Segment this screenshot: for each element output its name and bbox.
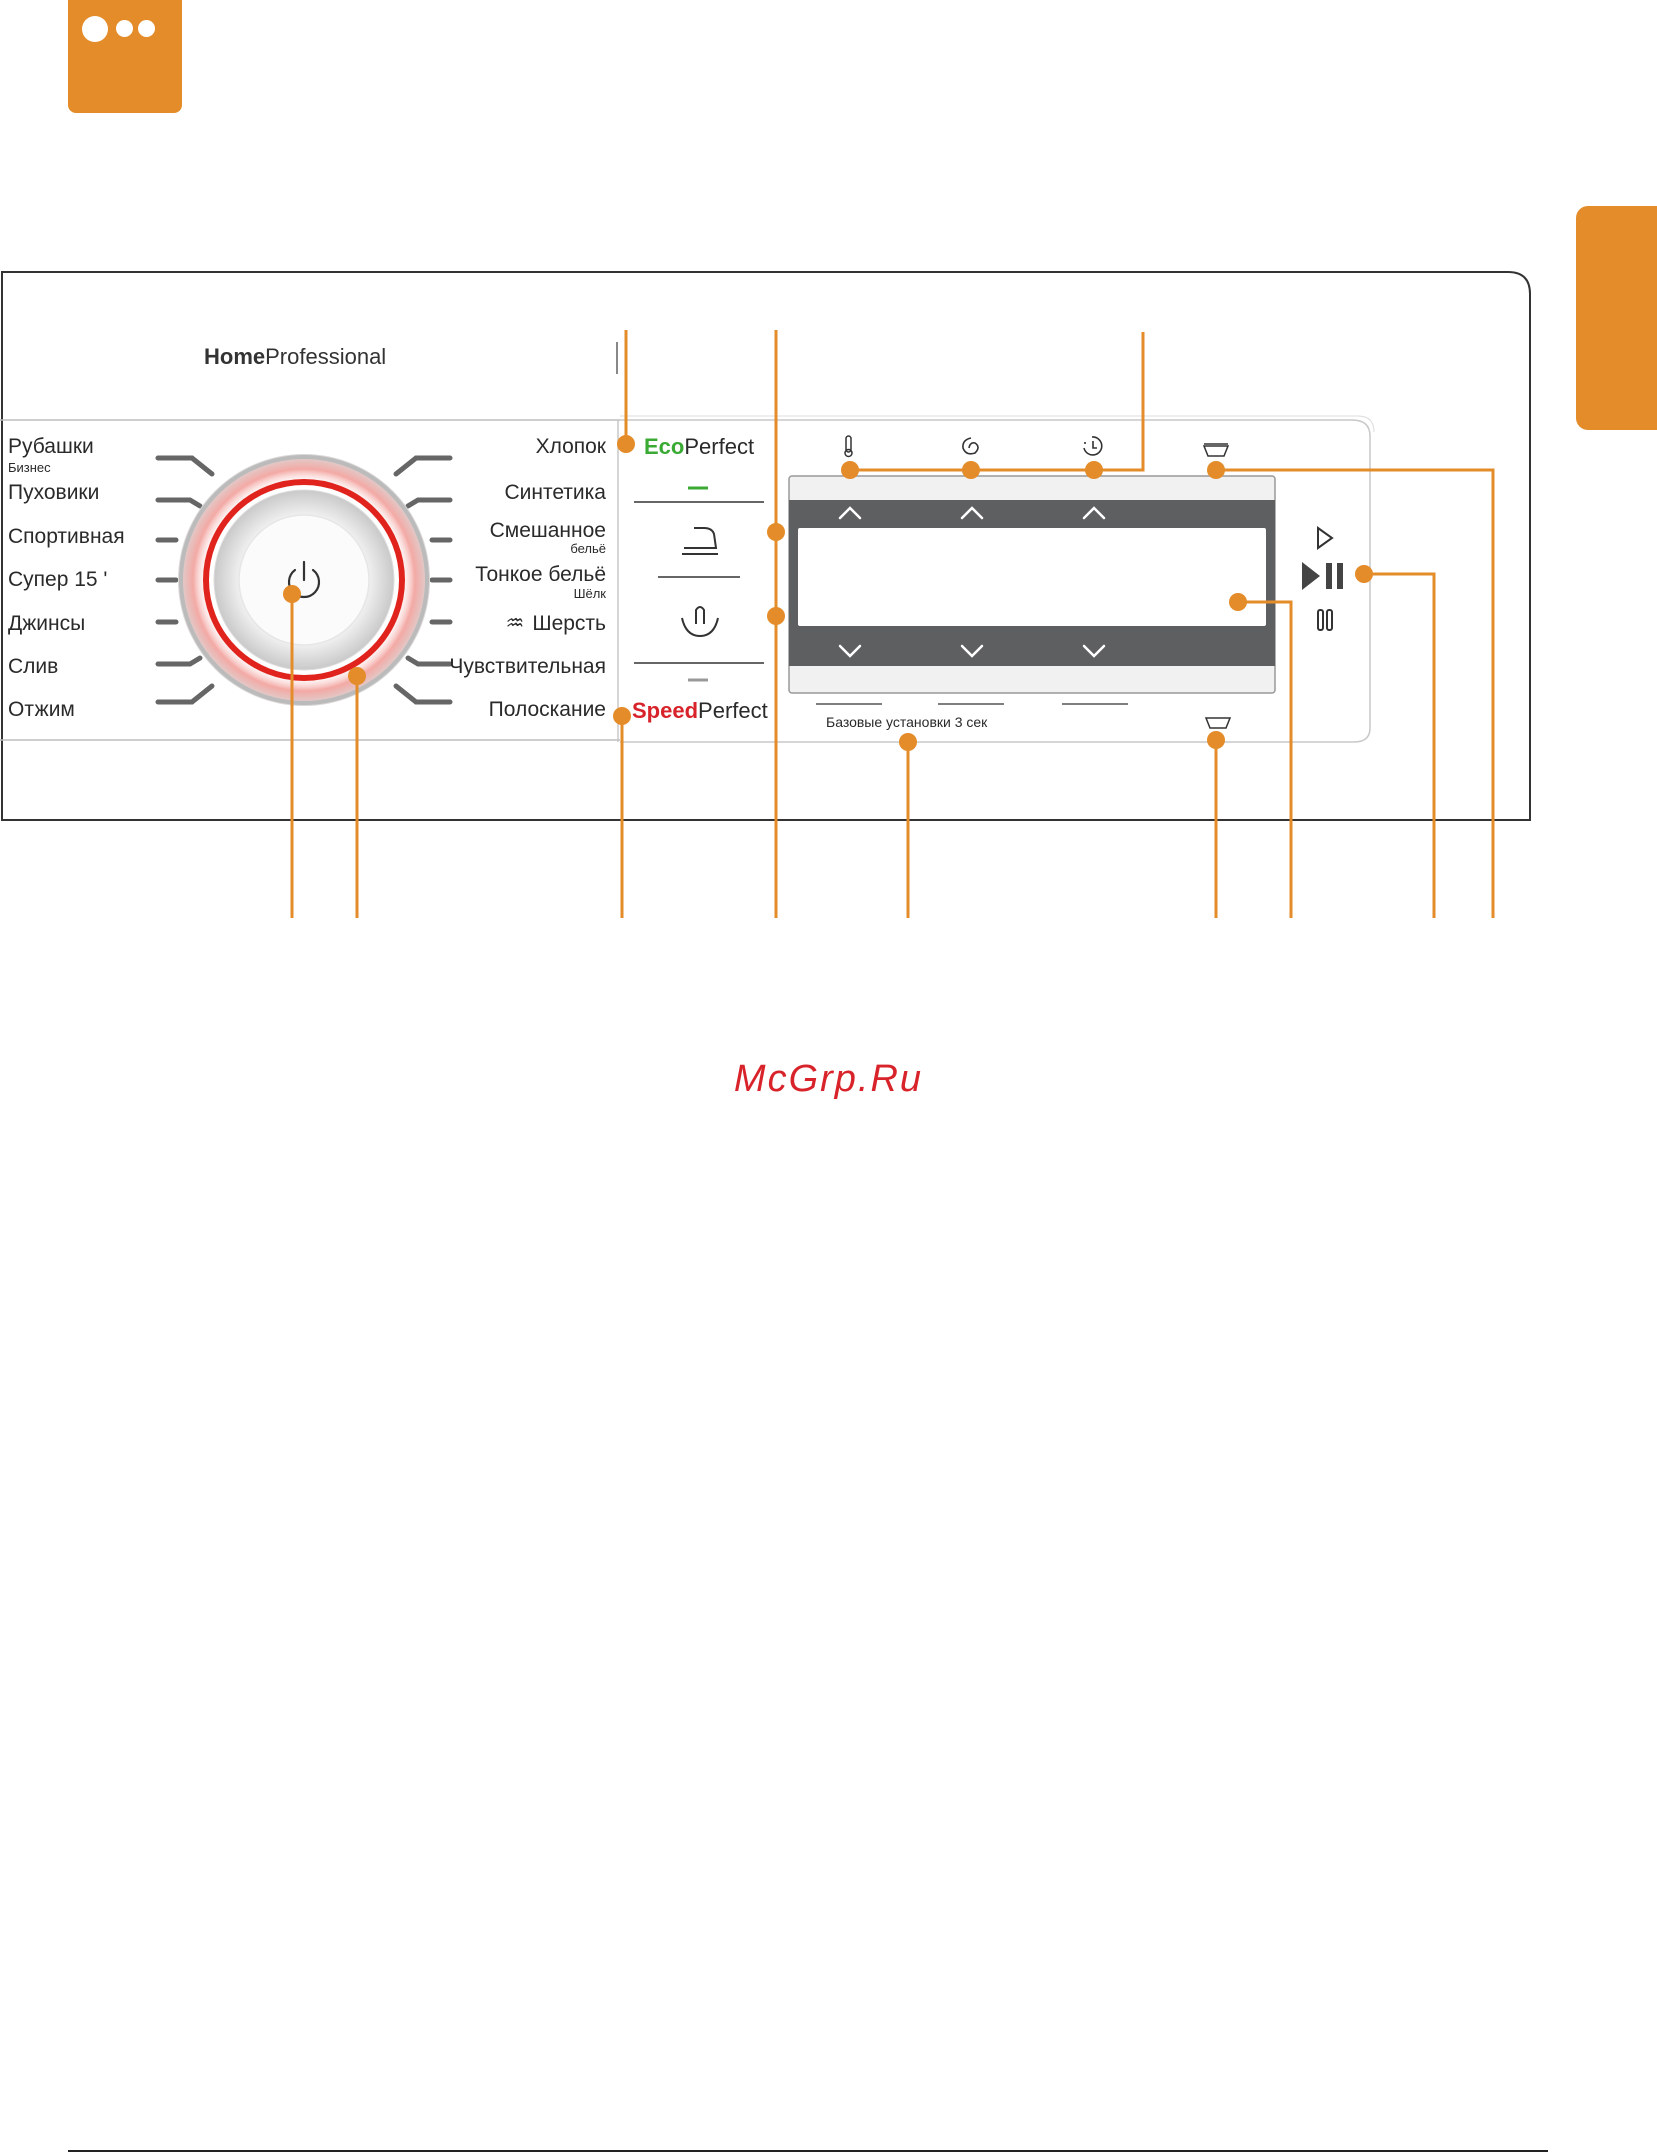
program-dial	[178, 454, 430, 706]
watermark: McGrp.Ru	[0, 1058, 1657, 1101]
program-spin[interactable]: Отжим	[8, 699, 75, 720]
program-cotton[interactable]: Хлопок	[536, 436, 606, 457]
hand-wash-icon	[682, 607, 718, 636]
ready-in-icon	[1084, 437, 1102, 455]
drawer-icon	[1204, 444, 1228, 456]
start-pause-icon	[1302, 562, 1343, 590]
speed-perfect-button[interactable]: SpeedPerfect	[632, 700, 768, 722]
brand-logo: HomeProfessional	[204, 346, 386, 368]
eco-perfect-button[interactable]: EcoPerfect	[644, 436, 754, 458]
program-delicates[interactable]: Тонкое бельё	[475, 564, 606, 585]
spin-icon	[963, 438, 978, 454]
program-synthetics[interactable]: Синтетика	[504, 482, 606, 503]
footer-divider	[68, 2150, 1548, 2152]
program-delicates-sub: Шёлк	[574, 587, 606, 600]
program-super15[interactable]: Супер 15 '	[8, 569, 107, 590]
play-icon	[1318, 528, 1332, 548]
program-rinse[interactable]: Полоскание	[489, 699, 606, 720]
tub-icon	[1206, 718, 1230, 728]
iron-icon	[682, 528, 718, 554]
temperature-icon	[845, 436, 852, 457]
program-jeans[interactable]: Джинсы	[8, 613, 85, 634]
program-mixed-sub: бельё	[570, 542, 606, 555]
program-down-jackets[interactable]: Пуховики	[8, 482, 99, 503]
base-settings-label: Базовые установки 3 сек	[826, 715, 987, 729]
program-sport[interactable]: Спортивная	[8, 526, 125, 547]
pause-icon	[1318, 610, 1332, 630]
display-screen	[798, 528, 1266, 626]
wool-icon: ♒	[506, 612, 525, 635]
program-shirts-sub: Бизнес	[8, 461, 51, 474]
program-drain[interactable]: Слив	[8, 656, 58, 677]
program-shirts[interactable]: Рубашки	[8, 436, 94, 457]
program-mixed[interactable]: Смешанное	[490, 520, 606, 541]
program-sensitive[interactable]: Чувствительная	[449, 656, 606, 677]
program-wool[interactable]: ♒Шерсть	[506, 613, 607, 634]
section-badge	[68, 0, 182, 113]
three-dots-icon	[82, 16, 108, 42]
